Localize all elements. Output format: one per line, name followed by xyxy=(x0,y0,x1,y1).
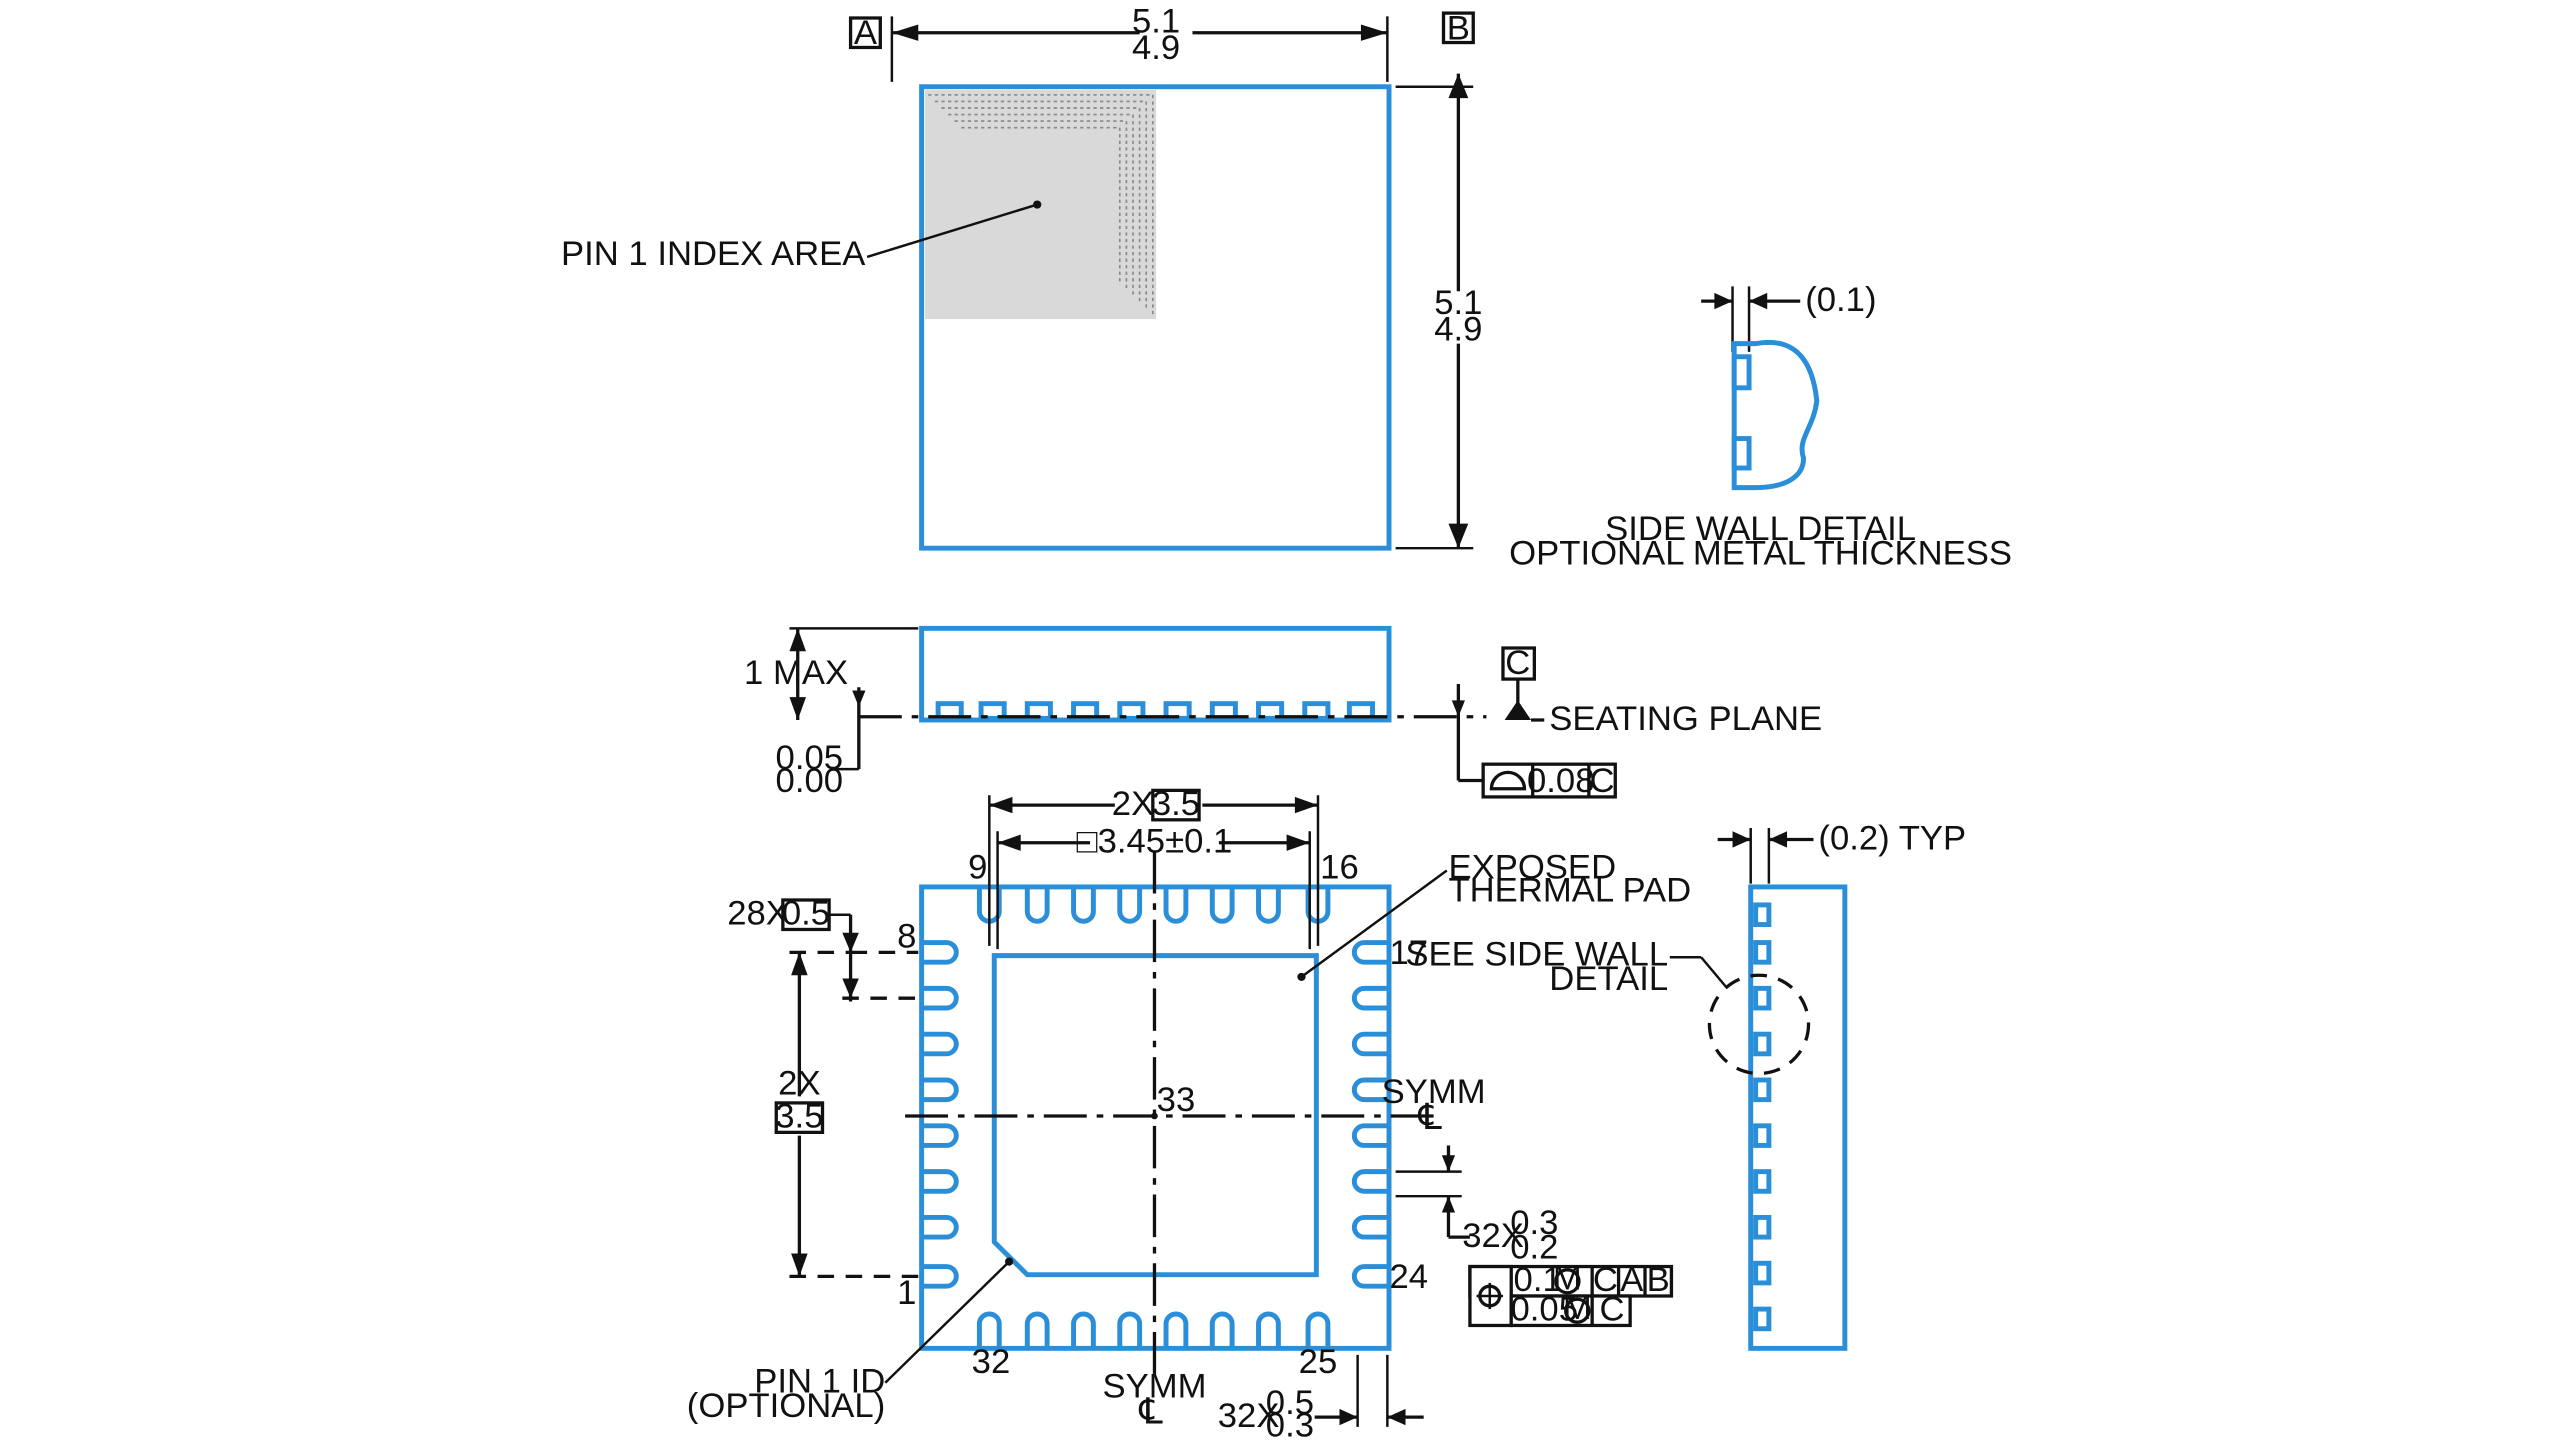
standoff-min: 0.00 xyxy=(776,762,843,800)
pin-16: 16 xyxy=(1320,849,1359,887)
bottom-view: 9 16 8 17 1 24 32 25 33 2X 3.5 □3.45±0.1… xyxy=(687,785,1691,1440)
datum-c: C xyxy=(1505,644,1530,682)
pin-pitch-value: 0.5 xyxy=(782,895,830,933)
side-view-leads xyxy=(935,701,1375,721)
right-side-view: (0.2) TYP SEE SIDE WALL DETAIL xyxy=(1405,819,1966,1351)
fcf-datum-c-1: C xyxy=(1593,1261,1618,1299)
top-pins xyxy=(976,886,1331,924)
see-side-wall-label-2: DETAIL xyxy=(1549,960,1668,998)
right-side-body xyxy=(1748,884,1848,1351)
side-wall-detail: (0.1) SIDE WALL DETAIL OPTIONAL METAL TH… xyxy=(1509,281,2012,572)
lead-length-prefix: 32X xyxy=(1218,1397,1280,1435)
left-span-box xyxy=(774,1101,825,1134)
fcf-datum-b: B xyxy=(1647,1261,1670,1299)
left-span-value: 3.5 xyxy=(775,1098,823,1136)
top-view-body xyxy=(919,84,1392,551)
svg-text:M: M xyxy=(1563,1289,1592,1327)
symm-bottom-cl: ℄ xyxy=(1139,1391,1163,1432)
pitch-span-box xyxy=(1151,788,1201,822)
side-view-body xyxy=(919,625,1392,723)
standoff-max: 0.05 xyxy=(776,739,843,777)
seating-plane-label: SEATING PLANE xyxy=(1549,700,1822,738)
height-max: 5.1 xyxy=(1434,284,1482,322)
symm-right-cl: ℄ xyxy=(1418,1096,1442,1137)
lead-width-min: 0.2 xyxy=(1510,1229,1558,1267)
pin-33: 33 xyxy=(1157,1081,1196,1119)
flatness-fcf xyxy=(1481,762,1617,799)
exposed-pad-label-2: THERMAL PAD xyxy=(1448,872,1691,910)
pad-size-prefix: □3.45 xyxy=(1077,823,1165,861)
side-wall-detail-circle xyxy=(1707,973,1811,1076)
body-height: 1 MAX xyxy=(744,654,848,692)
datum-a: A xyxy=(854,14,877,52)
datum-c-box xyxy=(1501,646,1536,681)
see-side-wall-label-1: SEE SIDE WALL xyxy=(1405,936,1668,974)
side-view: 1 MAX 0.05 0.00 C SEATING PLANE 0.08 C xyxy=(744,625,1822,800)
width-max: 5.1 xyxy=(1132,3,1180,41)
lead-length-max: 0.5 xyxy=(1266,1384,1314,1422)
pin-17: 17 xyxy=(1390,934,1429,972)
exposed-thermal-pad xyxy=(991,953,1319,1278)
left-pins xyxy=(921,940,959,1289)
pin-8: 8 xyxy=(897,918,916,956)
side-wall-detail-title: SIDE WALL DETAIL xyxy=(1605,510,1916,548)
pin-pitch-prefix: 28X xyxy=(727,895,789,933)
pad-size-tol: ±0.1 xyxy=(1165,823,1232,861)
pos-tol-1: 0.1 xyxy=(1514,1261,1562,1299)
lead-width-prefix: 32X xyxy=(1462,1217,1524,1255)
pitch-span-prefix: 2X xyxy=(1112,785,1154,823)
pin1-id-label-2: (OPTIONAL) xyxy=(687,1387,885,1425)
datum-a-box xyxy=(848,16,882,50)
pin1-id-label-1: PIN 1 ID xyxy=(754,1363,885,1401)
lead-length-min: 0.3 xyxy=(1266,1407,1314,1440)
width-min: 4.9 xyxy=(1132,29,1180,67)
pin-32: 32 xyxy=(972,1343,1011,1381)
bottom-pins xyxy=(976,1311,1331,1349)
flatness-value: 0.08 xyxy=(1527,762,1594,800)
height-min: 4.9 xyxy=(1434,311,1482,349)
pin1-index-area-label: PIN 1 INDEX AREA xyxy=(561,235,865,273)
pin-24: 24 xyxy=(1390,1258,1429,1296)
top-view: PIN 1 INDEX AREA 5.1 4.9 A B 5.1 4.9 xyxy=(561,3,1484,551)
exposed-pad-label-1: EXPOSED xyxy=(1448,849,1616,887)
side-wall-detail-subtitle: OPTIONAL METAL THICKNESS xyxy=(1509,535,2012,573)
fcf-datum-c-2: C xyxy=(1599,1291,1624,1329)
pad-size: □3.45±0.1 xyxy=(1077,823,1233,861)
right-side-leads xyxy=(1753,902,1772,1332)
svg-text:M: M xyxy=(1553,1260,1582,1298)
pin-9: 9 xyxy=(968,849,987,887)
fcf-datum-a: A xyxy=(1620,1261,1643,1299)
datum-b-box xyxy=(1441,11,1475,45)
datum-b: B xyxy=(1447,9,1470,47)
side-typ: (0.2) TYP xyxy=(1818,819,1966,857)
side-wall-thickness: (0.1) xyxy=(1805,281,1876,319)
symm-right-label: SYMM xyxy=(1382,1073,1486,1111)
symm-bottom-label: SYMM xyxy=(1102,1368,1206,1406)
pin-1: 1 xyxy=(897,1274,916,1312)
lead-width-max: 0.3 xyxy=(1510,1204,1558,1242)
left-span-prefix: 2X xyxy=(778,1065,820,1103)
right-pins xyxy=(1351,940,1390,1289)
pitch-span-value: 3.5 xyxy=(1152,785,1200,823)
flatness-datum: C xyxy=(1590,762,1615,800)
pin-25: 25 xyxy=(1299,1343,1338,1381)
